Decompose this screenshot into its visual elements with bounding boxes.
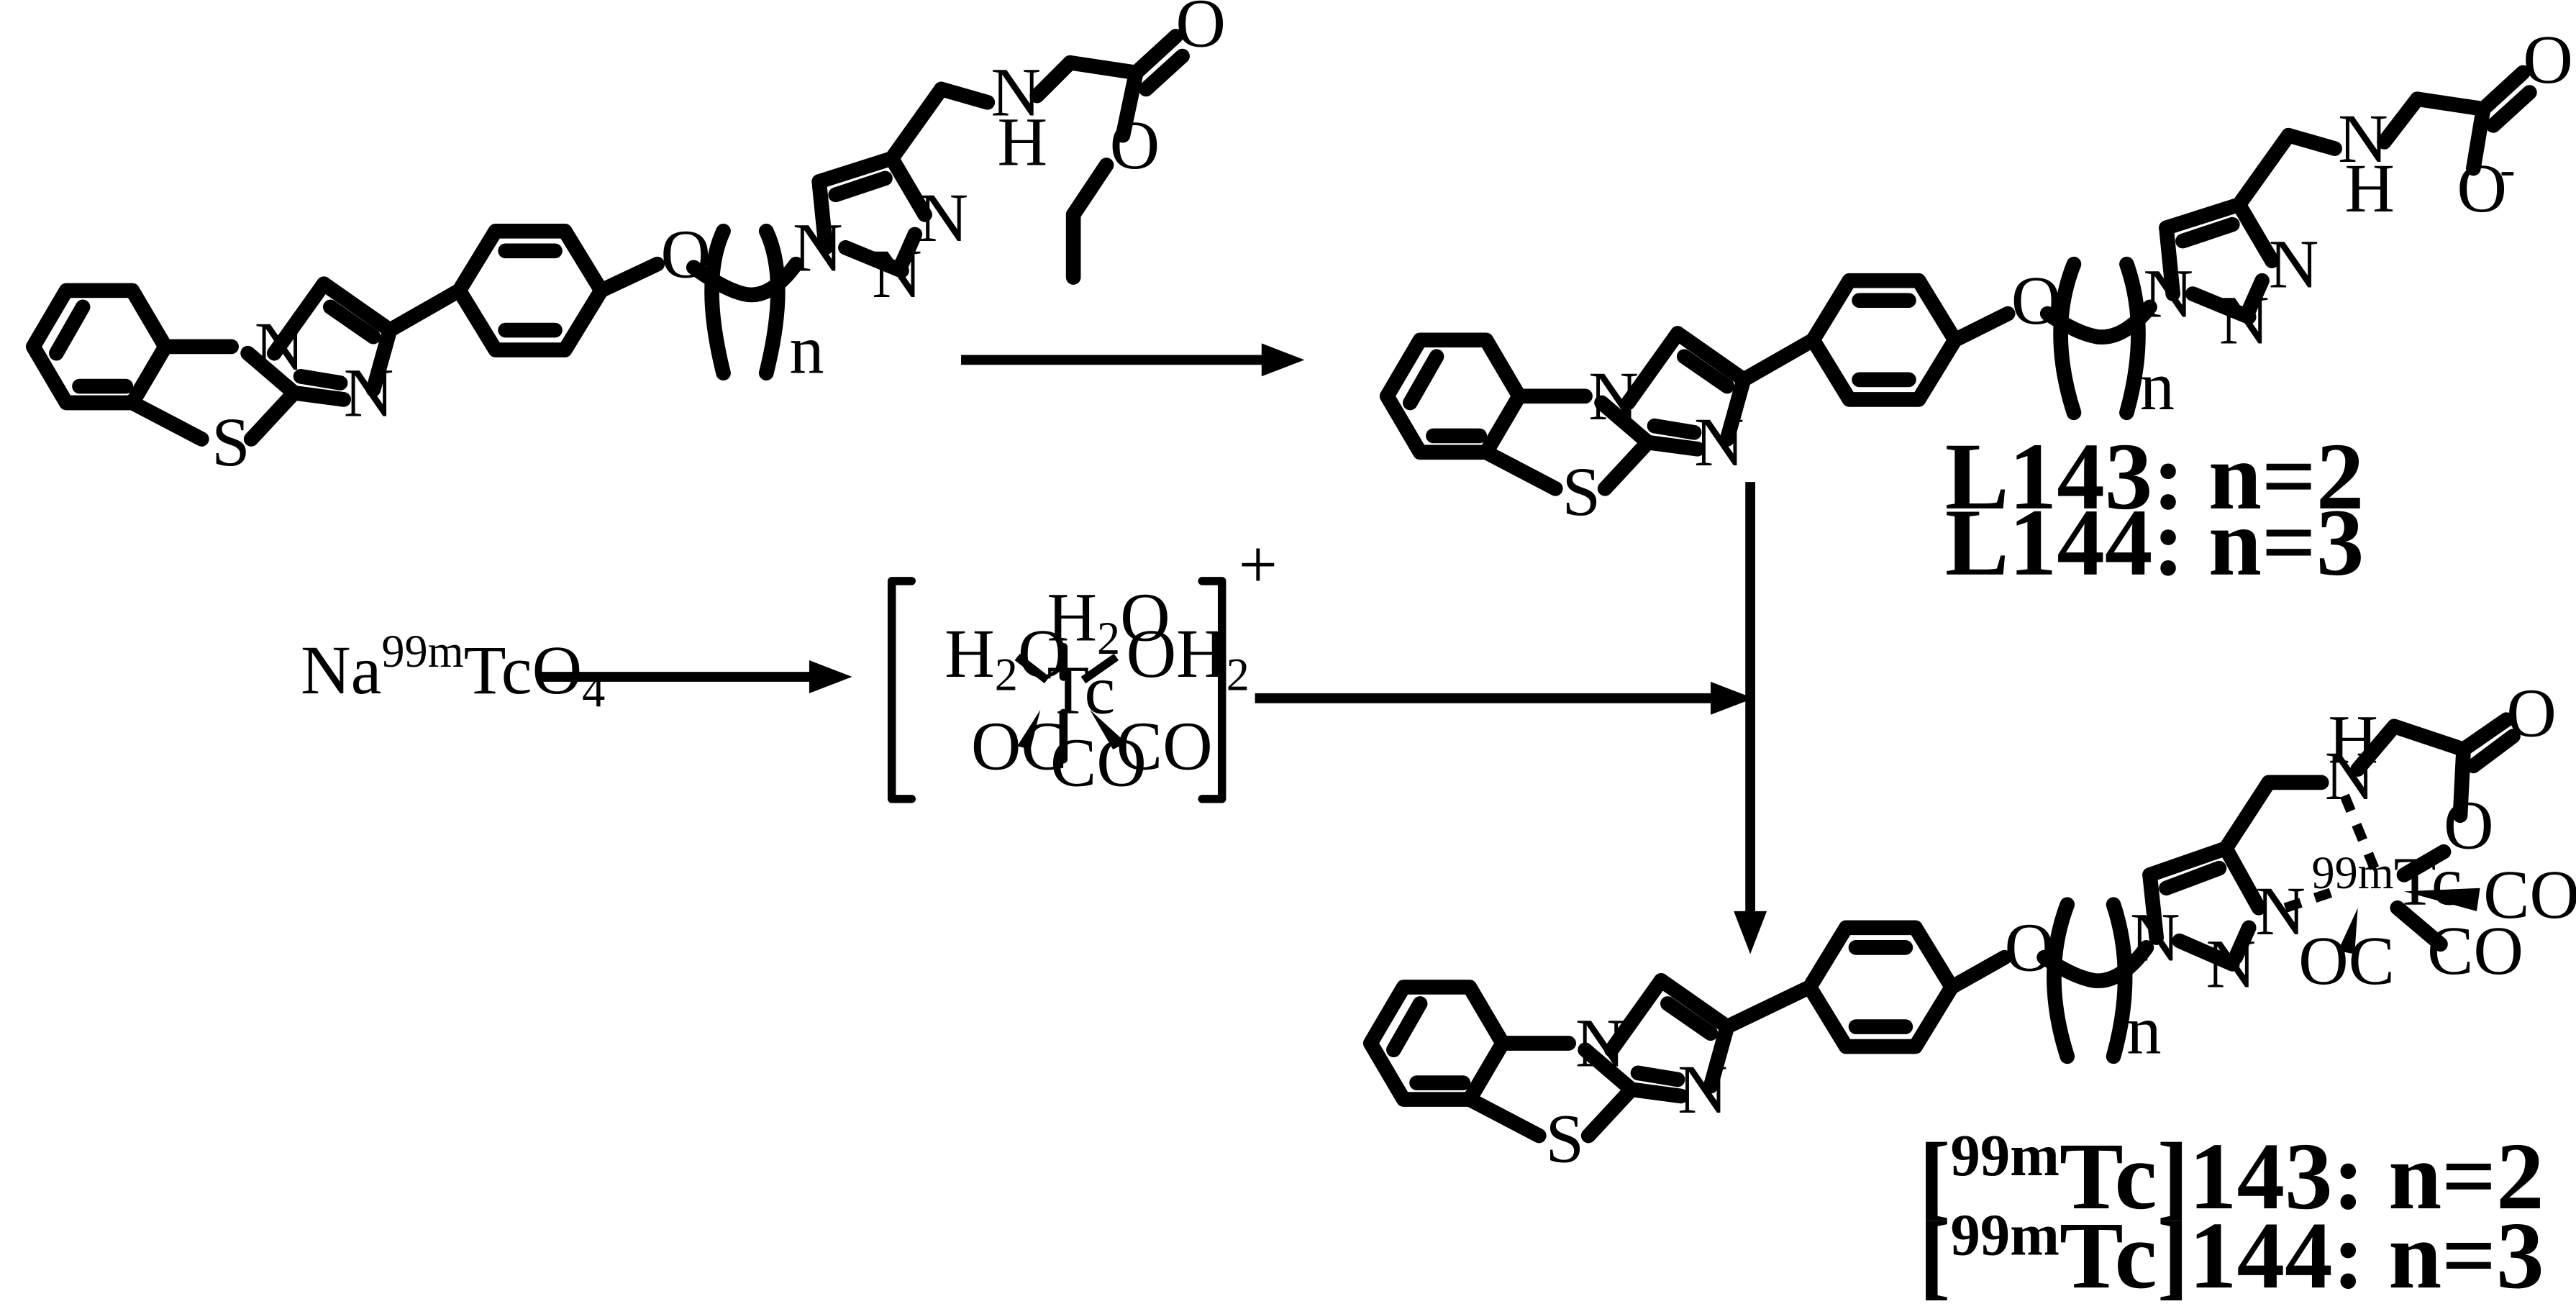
carbonyl-ligand-left: OC	[971, 708, 1068, 785]
ester-precursor-molecule	[25, 29, 1190, 447]
subscript-n-label: n	[2140, 347, 2175, 424]
atom-n-label: N	[793, 209, 843, 286]
amine-h-label: H	[998, 104, 1048, 181]
atom-n-label: N	[1575, 1005, 1626, 1082]
carboxylate-o-label: O	[2457, 150, 2507, 227]
complex-carbonyl-right: CO	[2483, 856, 2576, 933]
right-bracket	[1198, 577, 1226, 803]
carboxylate-charge: -	[2500, 144, 2515, 195]
atom-n-label: N	[2206, 925, 2257, 1002]
complex-carbonyl-bottom-left: OC	[2298, 922, 2395, 999]
atom-o-label: O	[2005, 909, 2055, 986]
atom-n-label: N	[1678, 1051, 1728, 1128]
left-bracket	[887, 577, 916, 803]
atom-n-label: N	[2255, 872, 2306, 949]
subscript-n-label: n	[2126, 991, 2161, 1068]
carbonyl-ligand-bottom: CO	[1050, 724, 1147, 801]
atom-s-label: S	[1546, 1100, 1585, 1177]
precursor-charge: +	[1239, 526, 1278, 603]
amine-h-label: H	[2344, 150, 2395, 227]
label-tc144: [99mTc]144: n=3	[1919, 1201, 2544, 1308]
acid-ligand-molecule	[1379, 65, 2537, 496]
tc-complex-molecule	[1362, 712, 2521, 1144]
label-tc143: [99mTc]143: n=2	[1919, 1122, 2544, 1229]
carbonyl-ligand-right: CO	[1116, 708, 1213, 785]
water-ligand-top: H2O	[1047, 578, 1170, 663]
label-l143: L143: n=2	[1945, 423, 2364, 529]
atom-s-label: S	[211, 403, 250, 480]
amine-n-label: N	[2338, 100, 2388, 177]
atom-s-label: S	[1562, 453, 1601, 530]
carbonyl-o-label: O	[1175, 0, 1226, 61]
atom-n-label: N	[1694, 403, 1744, 480]
atom-n-label: N	[2130, 899, 2180, 976]
atom-n-label: N	[1588, 357, 1639, 434]
amine-n-label: N	[991, 54, 1041, 131]
carbonyl-o-label: O	[2506, 675, 2557, 752]
carboxylate-o-label: O	[2444, 787, 2494, 864]
atom-o-label: O	[2011, 262, 2062, 339]
subscript-n-label: n	[789, 311, 824, 388]
atom-o-label: O	[660, 216, 711, 293]
water-ligand-left: H2O	[945, 615, 1068, 700]
label-l144: L144: n=3	[1945, 489, 2364, 596]
atom-n-label: N	[2143, 255, 2193, 332]
water-ligand-right: OH2	[1127, 615, 1250, 700]
atom-n-label: N	[872, 235, 922, 312]
atom-n-label: N	[918, 179, 968, 256]
complex-carbonyl-bottom-right: CO	[2427, 912, 2523, 989]
ether-o-label: O	[1110, 106, 1160, 183]
pertechnetate-formula: Na99mTcO4	[301, 626, 605, 716]
complex-metal-center: 99mTc	[2311, 843, 2462, 920]
carbonyl-o-label: O	[2523, 21, 2573, 98]
tricarbonyl-precursor	[1014, 642, 1127, 764]
atom-n-label: N	[2269, 225, 2319, 302]
atom-n-label: N	[2219, 281, 2270, 358]
metal-center-tc: Tc	[1047, 651, 1115, 728]
atom-n-label: N	[344, 354, 394, 431]
amine-n-label: N	[2325, 737, 2375, 814]
atom-n-label: N	[255, 308, 305, 385]
amine-h-label: H	[2328, 701, 2378, 777]
